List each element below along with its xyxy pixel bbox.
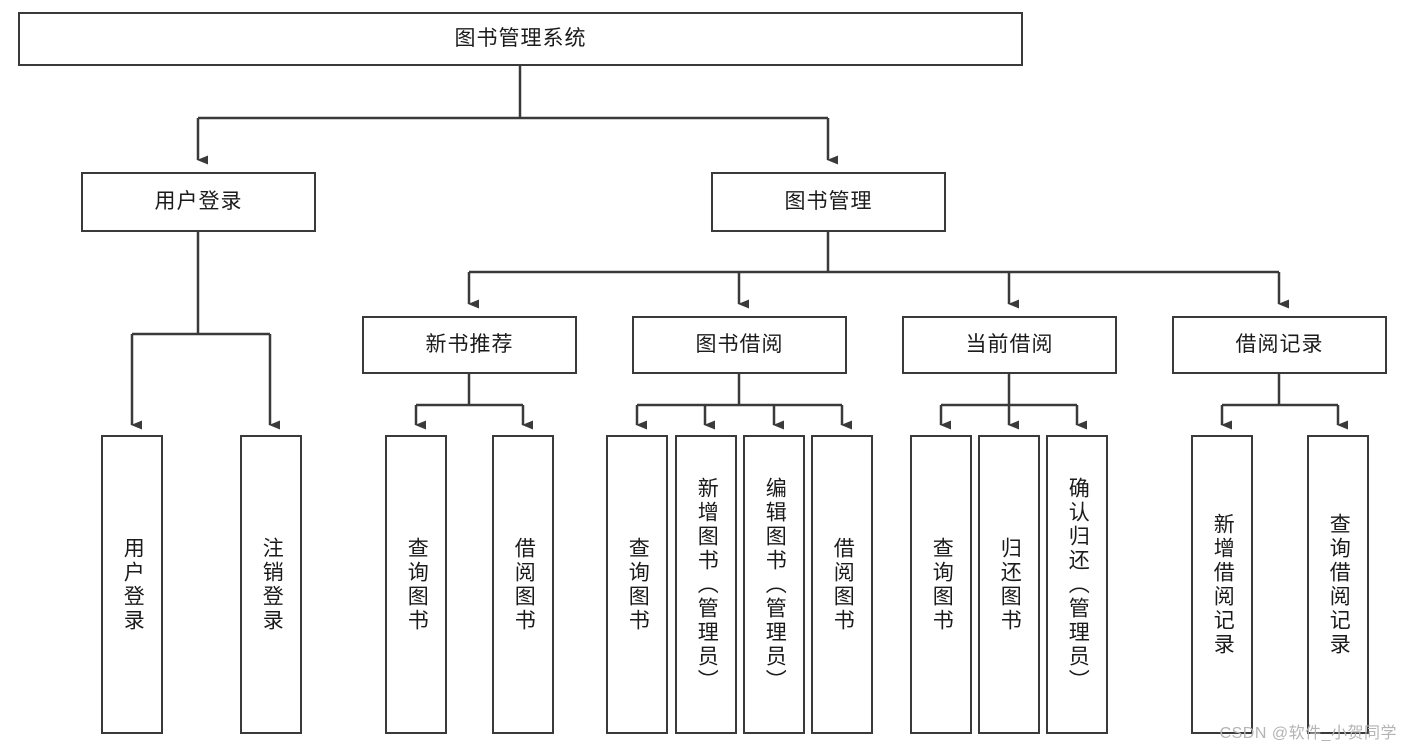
node-label: 确认归还（管理员） — [1066, 476, 1090, 693]
leaf-query-borrow-record[interactable]: 查询借阅记录 — [1307, 435, 1369, 734]
node-root-system[interactable]: 图书管理系统 — [18, 12, 1023, 66]
node-label: 新增图书（管理员） — [695, 476, 719, 693]
node-label: 归还图书 — [998, 536, 1022, 633]
leaf-logout[interactable]: 注销登录 — [240, 435, 302, 734]
node-user-login[interactable]: 用户登录 — [81, 172, 316, 232]
node-label: 借阅图书 — [512, 536, 536, 633]
leaf-query-book-current[interactable]: 查询图书 — [910, 435, 972, 734]
node-label: 查询图书 — [405, 536, 429, 633]
leaf-user-login[interactable]: 用户登录 — [101, 435, 163, 734]
leaf-confirm-return-admin[interactable]: 确认归还（管理员） — [1046, 435, 1108, 734]
leaf-add-borrow-record[interactable]: 新增借阅记录 — [1191, 435, 1253, 734]
node-label: 当前借阅 — [965, 333, 1054, 357]
node-current-borrow[interactable]: 当前借阅 — [902, 316, 1117, 374]
node-borrow-record[interactable]: 借阅记录 — [1172, 316, 1387, 374]
node-label: 查询借阅记录 — [1327, 512, 1351, 657]
node-book-borrow[interactable]: 图书借阅 — [632, 316, 847, 374]
node-label: 注销登录 — [260, 536, 284, 633]
node-label: 借阅记录 — [1235, 333, 1324, 357]
node-label: 编辑图书（管理员） — [763, 476, 787, 693]
leaf-query-book-recommend[interactable]: 查询图书 — [385, 435, 447, 734]
leaf-borrow-book[interactable]: 借阅图书 — [811, 435, 873, 734]
node-label: 借阅图书 — [831, 536, 855, 633]
leaf-add-book-admin[interactable]: 新增图书（管理员） — [675, 435, 737, 734]
node-label: 图书管理 — [784, 190, 873, 214]
node-label: 用户登录 — [121, 536, 145, 633]
watermark-text: CSDN @软件_小贺同学 — [1219, 725, 1397, 742]
node-label: 新增借阅记录 — [1211, 512, 1235, 657]
node-label: 用户登录 — [154, 190, 243, 214]
node-label: 查询图书 — [626, 536, 650, 633]
leaf-edit-book-admin[interactable]: 编辑图书（管理员） — [743, 435, 805, 734]
node-new-book-recommend[interactable]: 新书推荐 — [362, 316, 577, 374]
node-label: 图书借阅 — [695, 333, 784, 357]
node-label: 新书推荐 — [425, 333, 514, 357]
leaf-query-book-borrow[interactable]: 查询图书 — [606, 435, 668, 734]
leaf-return-book[interactable]: 归还图书 — [978, 435, 1040, 734]
node-label: 查询图书 — [930, 536, 954, 633]
node-book-manage[interactable]: 图书管理 — [711, 172, 946, 232]
leaf-borrow-book-recommend[interactable]: 借阅图书 — [492, 435, 554, 734]
node-label: 图书管理系统 — [454, 27, 587, 51]
